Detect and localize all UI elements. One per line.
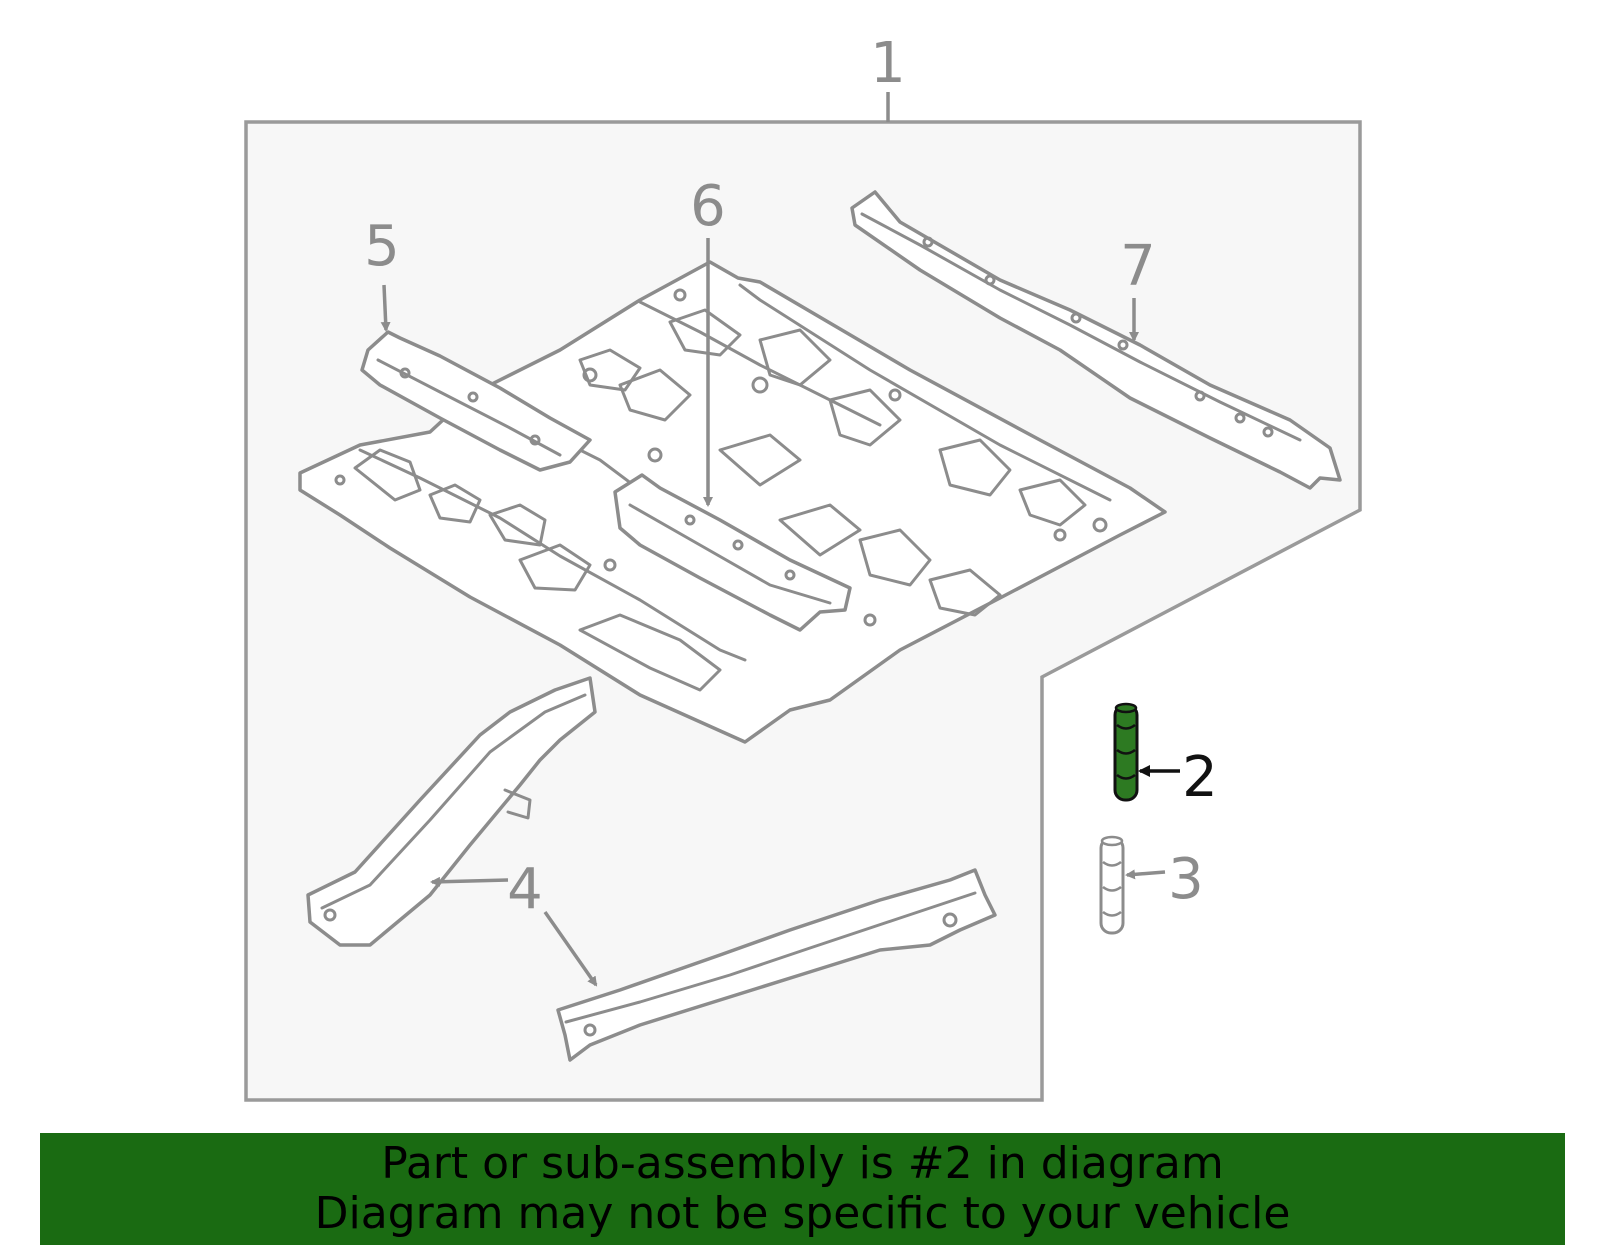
floor-pan (298, 260, 1167, 744)
callout-3: 3 (1168, 847, 1204, 912)
callout-6: 6 (690, 174, 726, 239)
callout-3-leader (1125, 869, 1166, 880)
part-2-highlighted (1113, 702, 1139, 802)
rail-part-5 (360, 330, 592, 472)
callout-4-leader-a (430, 876, 509, 887)
callout-4: 4 (507, 857, 543, 922)
callout-2: 2 (1182, 745, 1218, 810)
sill-part-4-left (306, 676, 597, 947)
part-3 (1099, 835, 1125, 935)
callout-1: 1 (870, 31, 906, 96)
info-banner: Part or sub-assembly is #2 in diagram Di… (40, 1133, 1565, 1245)
sill-part-4-bottom (556, 868, 997, 1062)
rail-part-7 (850, 190, 1342, 490)
rail-part-6 (613, 473, 852, 632)
callout-4-leader-b (543, 910, 598, 987)
callout-5: 5 (364, 214, 400, 279)
callout-5-leader (380, 284, 391, 332)
callout-7: 7 (1120, 234, 1156, 299)
banner-line-2: Diagram may not be specific to your vehi… (314, 1188, 1291, 1239)
banner-line-1: Part or sub-assembly is #2 in diagram (381, 1138, 1224, 1189)
